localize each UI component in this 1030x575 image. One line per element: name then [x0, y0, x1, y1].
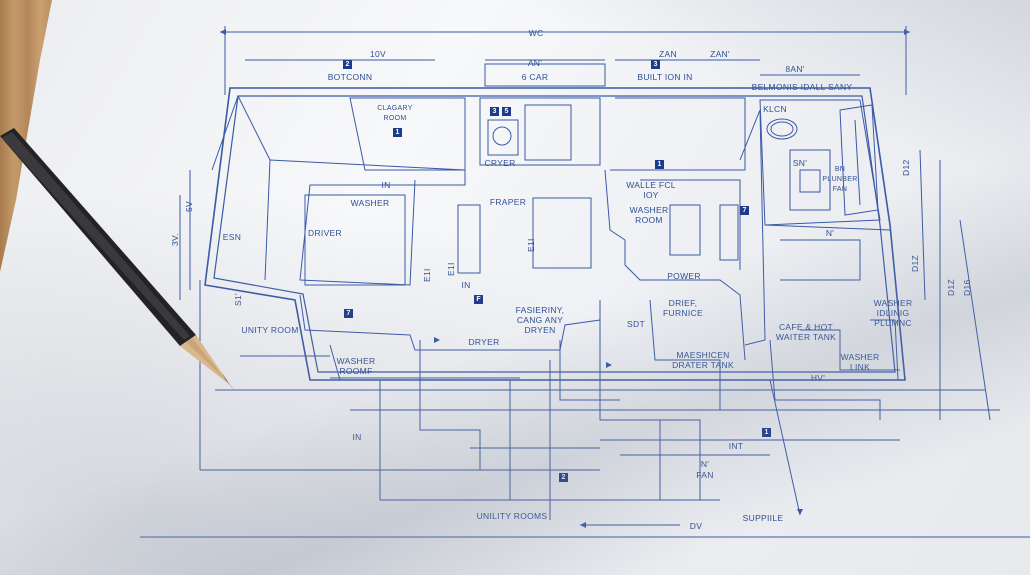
label-washer-plumnc: WASHER IDLINIG PLUMNC — [873, 298, 913, 328]
tag-1b: 1 — [655, 160, 664, 169]
label-driver: DRIVER — [308, 228, 342, 238]
label-plumber-fan: BN PLUNBER FAN — [822, 166, 858, 193]
tag-5: 5 — [502, 107, 511, 116]
dimension-fan: FAN — [696, 470, 714, 480]
dimension-mid-top: AN' — [527, 58, 543, 68]
label-fasierny: FASIERINY, CANG ANY DRYEN — [515, 305, 565, 335]
label-kl-cn: KLCN — [763, 104, 787, 114]
tag-1c: 1 — [762, 428, 771, 437]
label-maeshicen: MAESHICEN DRATER TANK — [672, 350, 734, 370]
label-unility-rooms: UNILITY ROOMS — [476, 511, 548, 521]
label-six-car: 6 CAR — [521, 72, 549, 82]
label-dryer-mid: DRYER — [468, 337, 500, 347]
dimension-top-right: 8AN' — [785, 64, 805, 74]
label-washer-room2: WASHER ROOMF — [336, 356, 376, 376]
dimension-n: N' — [700, 459, 710, 469]
dimension-hv: HV' — [810, 373, 826, 383]
dimension-int: INT — [728, 441, 744, 451]
dimension-in-1: IN — [381, 180, 391, 190]
label-washer: WASHER — [350, 198, 390, 208]
dimension-dv: DV — [689, 521, 703, 531]
tag-3: 3 — [651, 60, 660, 69]
tag-1a: 1 — [393, 128, 402, 137]
label-dryer-top: CRYER — [484, 158, 516, 168]
label-washer-room: WASHER ROOM — [629, 205, 669, 225]
label-built-ion: BUILT ION IN — [637, 72, 693, 82]
tag-3b: 3 — [490, 107, 499, 116]
label-cafe: CAFE & HOT WAITER TANK — [775, 322, 837, 342]
label-category-room: CLAGARY ROOM — [377, 105, 413, 122]
label-walle: WALLE FCL IOY — [626, 180, 676, 200]
tag-2: 2 — [343, 60, 352, 69]
dimension-top-mid2: ZAN' — [710, 49, 730, 59]
label-unity-room: UNITY ROOM — [241, 325, 299, 335]
label-belmonts: BELMONIS IDALL SANY — [751, 82, 853, 92]
dimension-in-3: IN — [352, 432, 362, 442]
label-power: POWER — [667, 271, 701, 281]
label-suppiile: SUPPIILE — [742, 513, 784, 523]
dimension-n2: N' — [825, 228, 835, 238]
outer-wall — [204, 87, 906, 381]
tag-f: F — [474, 295, 483, 304]
label-fraper: FRAPER — [489, 197, 527, 207]
label-esn: ESN — [222, 232, 242, 242]
dimension-top-left: 10V — [369, 49, 387, 59]
dimension-top-mid: ZAN — [659, 49, 677, 59]
label-drief-furnice: DRIEF, FURNICE — [663, 298, 703, 318]
dimension-in-2: IN — [461, 280, 471, 290]
label-washer-link: WASHER LINK — [840, 352, 880, 372]
tag-7a: 7 — [344, 309, 353, 318]
dimension-top-overall: WC — [528, 28, 544, 38]
tag-2b: 2 — [559, 473, 568, 482]
dimension-sn: SN' — [792, 158, 808, 168]
tag-7b: 7 — [740, 206, 749, 215]
dimension-sd: SDT — [627, 319, 645, 329]
label-bot-conn: BOTCONN — [327, 72, 373, 82]
